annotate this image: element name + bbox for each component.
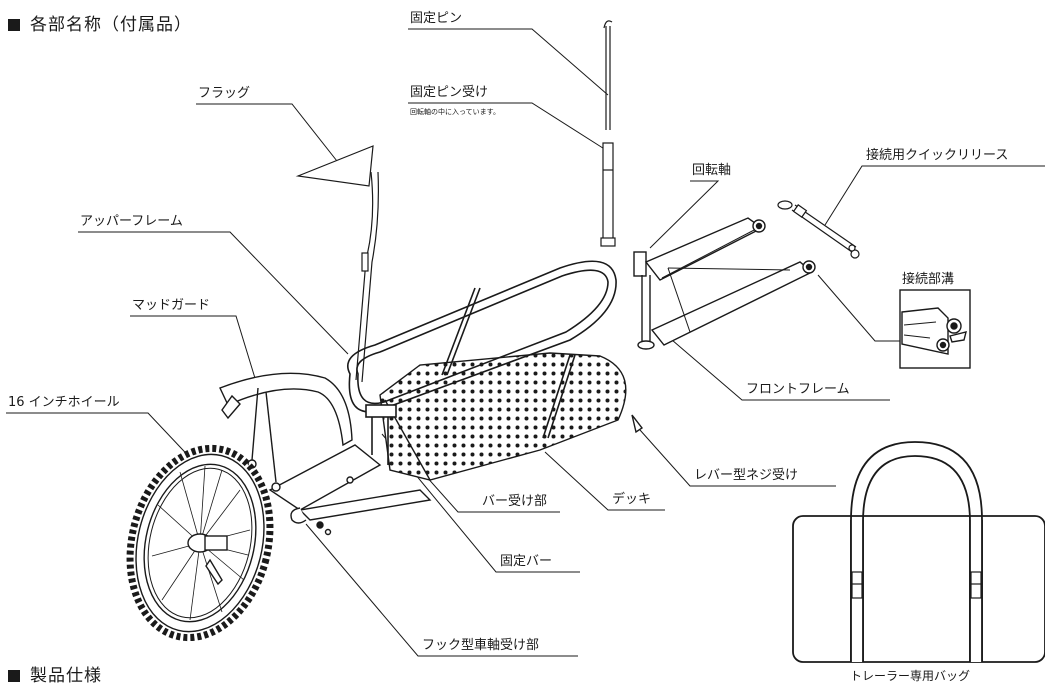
lower-frame-illustration <box>268 414 644 536</box>
quick-release-illustration <box>777 200 860 259</box>
label-fixed-pin-receiver-note: 回転軸の中に入っています。 <box>410 108 500 116</box>
square-bullet-icon <box>8 19 20 31</box>
fixed-pin-illustration <box>600 20 616 247</box>
label-connection-groove: 接続部溝 <box>902 272 955 287</box>
leader-connection-groove <box>817 274 900 342</box>
label-mudguard: マッドガード <box>132 298 211 313</box>
leader-hook-axle <box>305 523 578 657</box>
front-frame-illustration <box>633 217 816 350</box>
leader-deck <box>544 451 665 511</box>
label-front-frame: フロントフレーム <box>746 382 850 397</box>
deck-illustration <box>379 352 627 481</box>
leader-fixed-bar <box>381 433 580 573</box>
parts-heading: 各部名称（付属品） <box>8 10 192 35</box>
label-fixed-bar: 固定バー <box>500 554 553 569</box>
label-fixed-pin: 固定ピン <box>410 11 463 26</box>
flag-illustration <box>295 145 379 383</box>
leader-upper-frame <box>78 231 349 355</box>
label-lever-nut-receiver: レバー型ネジ受け <box>694 468 799 483</box>
label-rotation-axis: 回転軸 <box>692 163 732 178</box>
bag-caption: トレーラー専用バッグ <box>850 669 971 683</box>
label-upper-frame: アッパーフレーム <box>80 214 183 229</box>
leader-lever-nut <box>639 429 836 487</box>
square-bullet-icon <box>8 670 20 682</box>
label-bar-receiver: バー受け部 <box>482 494 548 509</box>
leader-front-frame <box>671 339 890 401</box>
bag-illustration <box>792 441 1045 663</box>
upper-frame-illustration <box>347 260 617 465</box>
label-quick-release: 接続用クイックリリース <box>866 148 1009 163</box>
wheel-illustration <box>126 444 274 642</box>
label-wheel: 16 インチホイール <box>8 395 120 410</box>
leader-fixed-pin-receiver <box>408 102 607 151</box>
groove-inset <box>899 289 971 369</box>
leader-rotation-axis <box>649 180 720 249</box>
label-fixed-pin-receiver: 固定ピン受け <box>410 85 489 100</box>
label-hook-axle-receiver: フック型車軸受け部 <box>422 638 540 653</box>
label-flag: フラッグ <box>198 86 251 101</box>
leader-lines <box>6 28 1045 657</box>
parts-heading-text: 各部名称（付属品） <box>30 15 192 35</box>
leader-flag <box>196 103 349 176</box>
leader-fixed-pin <box>408 28 609 96</box>
label-deck: デッキ <box>612 492 652 507</box>
specs-heading-text: 製品仕様 <box>30 666 102 686</box>
leader-mudguard <box>130 315 259 389</box>
leader-wheel <box>6 412 199 467</box>
mudguard-illustration <box>219 372 353 492</box>
leader-quick-release <box>824 165 1045 226</box>
specs-heading: 製品仕様 <box>8 661 102 686</box>
